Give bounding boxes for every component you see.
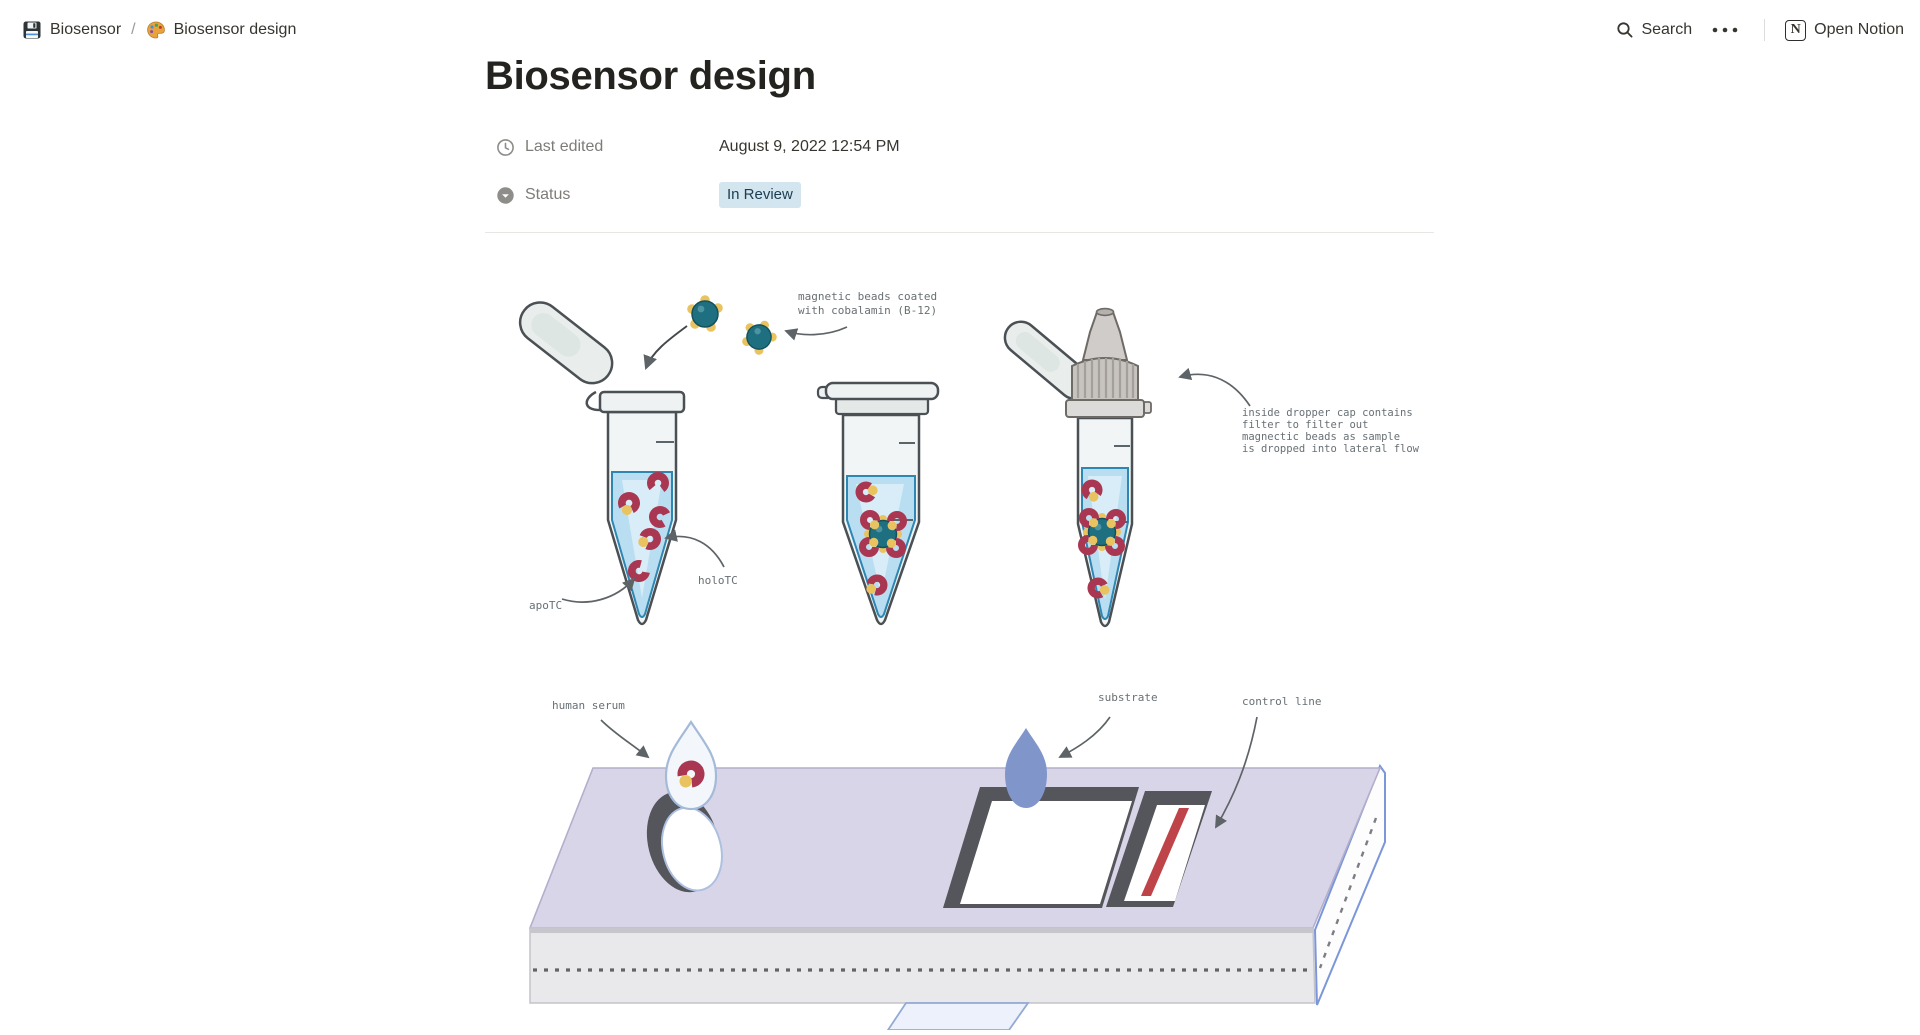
substrate-drop xyxy=(1005,728,1047,808)
content-divider xyxy=(485,232,1434,233)
property-row-last-edited: Last edited August 9, 2022 12:54 PM xyxy=(485,130,1435,164)
arrow-beads-to-tube xyxy=(643,325,688,371)
status-badge: In Review xyxy=(719,182,801,208)
arrow-apotc xyxy=(561,577,636,603)
page-content: Biosensor design Last edited August 9, 2… xyxy=(485,0,1435,233)
sample-well xyxy=(646,791,723,893)
label-dropper-note-1: inside dropper cap contains xyxy=(1242,407,1413,419)
tube-closed-beads xyxy=(816,381,940,626)
arrow-human-serum xyxy=(600,719,650,759)
notion-logo-icon: N xyxy=(1785,19,1807,41)
reaction-window xyxy=(943,787,1139,908)
arrow-substrate xyxy=(1058,716,1111,758)
label-dropper-note-2: filter to filter out xyxy=(1242,419,1368,431)
label-magnetic-beads-2: with cobalamin (B-12) xyxy=(798,304,937,317)
artist-palette-icon xyxy=(146,20,166,40)
floppy-disk-icon xyxy=(22,20,42,40)
tube-dropper xyxy=(1003,307,1152,628)
diagram-svg: magnetic beads coated with cobalamin (B-… xyxy=(518,290,1420,1031)
property-label-text: Last edited xyxy=(525,138,604,155)
topbar: Biosensor / Biosensor design Search xyxy=(0,0,1920,60)
breadcrumb: Biosensor / Biosensor design xyxy=(22,20,296,40)
more-options-button[interactable] xyxy=(1706,27,1744,33)
label-magnetic-beads-1: magnetic beads coated xyxy=(798,290,937,303)
topbar-actions: Search N Open Notion xyxy=(1616,19,1904,41)
biosensor-diagram-image[interactable]: magnetic beads coated with cobalamin (B-… xyxy=(500,270,1450,1031)
label-dropper-note-4: is dropped into lateral flow xyxy=(1242,443,1420,455)
label-substrate: substrate xyxy=(1098,691,1158,704)
clock-icon xyxy=(496,138,515,157)
arrow-note-to-dropper xyxy=(1178,367,1251,407)
status-value: In Review xyxy=(719,182,801,208)
arrow-holotc xyxy=(664,529,725,568)
open-notion-button[interactable]: N Open Notion xyxy=(1785,19,1904,41)
control-line-stripe xyxy=(1141,808,1189,896)
search-icon xyxy=(1616,21,1634,39)
property-row-status: Status In Review xyxy=(485,178,1435,212)
label-holotc: holoTC xyxy=(698,574,738,587)
tube-open-serum xyxy=(518,301,686,626)
arrow-label-to-beads xyxy=(784,326,848,341)
magnetic-beads xyxy=(686,294,783,360)
property-table: Last edited August 9, 2022 12:54 PM Stat… xyxy=(485,130,1435,212)
control-window xyxy=(1106,791,1212,907)
property-label-text: Status xyxy=(525,186,571,203)
search-button[interactable]: Search xyxy=(1616,21,1692,39)
breadcrumb-separator: / xyxy=(131,21,136,38)
label-control-line: control line xyxy=(1242,695,1321,708)
lateral-flow-cassette xyxy=(528,719,1386,1031)
topbar-divider xyxy=(1764,19,1766,41)
ellipsis-icon xyxy=(1712,27,1738,33)
breadcrumb-workspace[interactable]: Biosensor xyxy=(50,21,122,38)
search-label: Search xyxy=(1641,21,1693,38)
property-label-last-edited: Last edited xyxy=(485,138,719,157)
property-label-status: Status xyxy=(485,186,719,205)
last-edited-value: August 9, 2022 12:54 PM xyxy=(719,138,900,155)
label-dropper-note-3: magnectic beads as sample xyxy=(1242,431,1400,443)
arrow-control-line xyxy=(1215,716,1258,829)
breadcrumb-page[interactable]: Biosensor design xyxy=(173,21,297,38)
status-icon xyxy=(496,186,515,205)
label-human-serum: human serum xyxy=(552,699,625,712)
open-notion-label: Open Notion xyxy=(1814,21,1904,38)
page-title: Biosensor design xyxy=(485,54,816,98)
label-apotc: apoTC xyxy=(529,599,562,612)
